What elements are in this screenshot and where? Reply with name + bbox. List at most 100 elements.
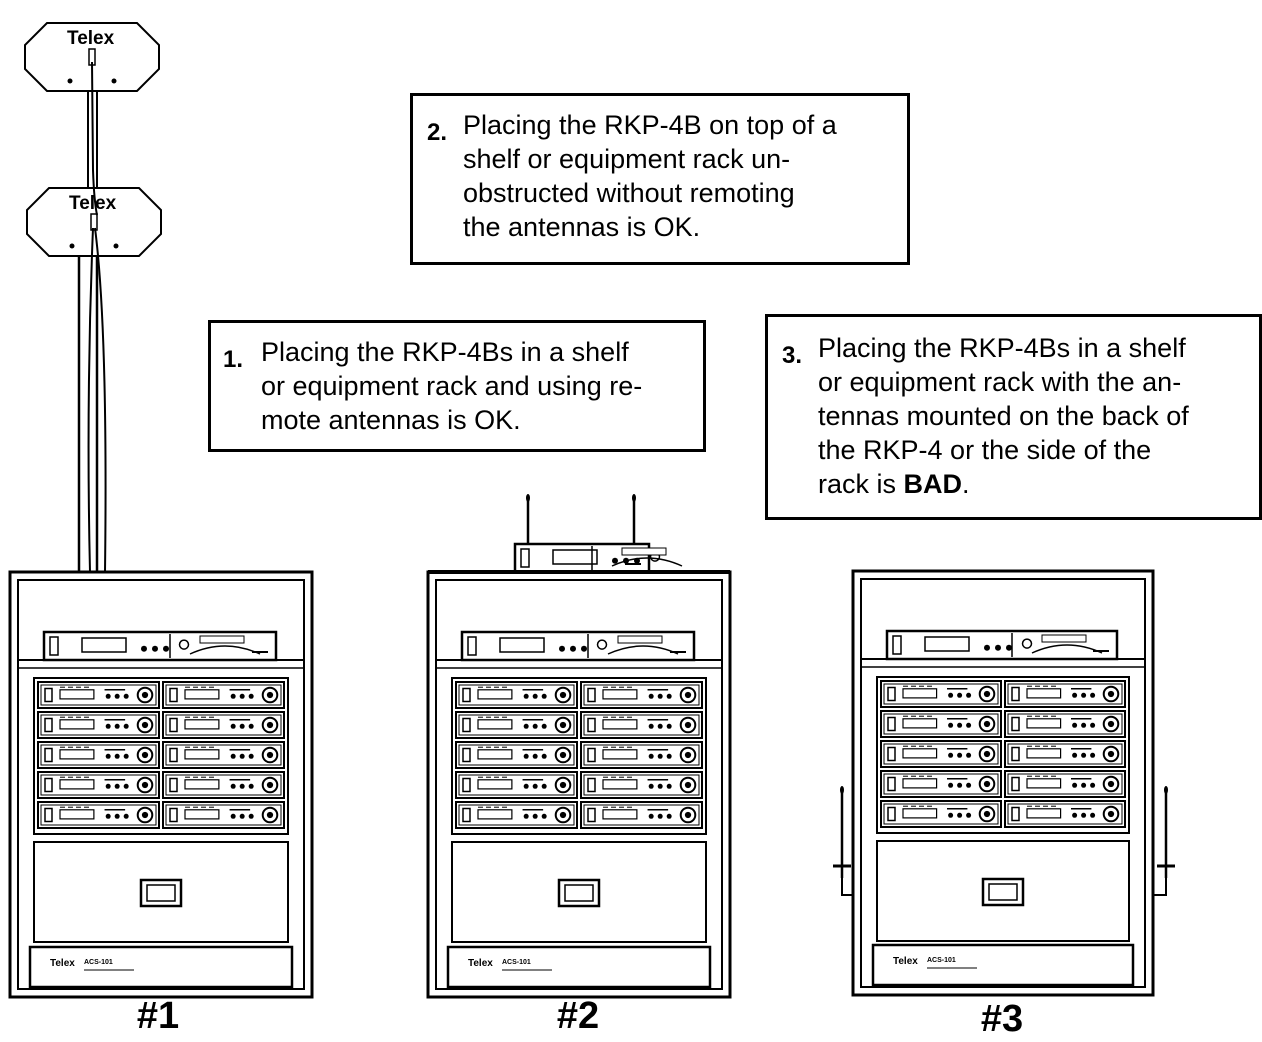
knob-icon: [230, 723, 236, 729]
knob-icon: [532, 723, 538, 729]
rack-3-label: #3: [980, 998, 1024, 1040]
rack-2-top-unit: [428, 494, 730, 574]
knob-icon: [648, 753, 654, 759]
telex-antenna-2: Telex: [26, 187, 162, 257]
callout-2-line-1: Placing the RKP-4B on top of a: [463, 110, 837, 140]
power-switch-icon: [44, 807, 53, 823]
receiver-unit: [37, 711, 160, 739]
acs-unit: [871, 943, 1135, 987]
connector-pin: [983, 720, 991, 728]
antenna-brand-label: Telex: [67, 28, 115, 49]
receiver-unit: [1004, 680, 1126, 708]
callout-3-line-4: the RKP-4 or the side of the: [818, 435, 1152, 465]
knob-icon: [1072, 782, 1078, 788]
knob-icon: [239, 753, 245, 759]
display-window: [1026, 688, 1062, 699]
power-switch-icon: [462, 777, 471, 793]
power-switch-icon: [462, 747, 471, 763]
callout-3-line-2: or equipment rack with the an-: [818, 367, 1182, 397]
receiver-unit: [37, 771, 160, 799]
connector-pin: [559, 751, 567, 759]
display-window: [902, 718, 938, 729]
knob-icon: [570, 645, 576, 652]
display-window: [1026, 778, 1062, 789]
display-window: [552, 549, 598, 565]
knob-icon: [105, 693, 111, 699]
mount-hole: [113, 243, 119, 249]
knob-icon: [541, 813, 547, 819]
knob-icon: [114, 723, 120, 729]
receiver-unit: [580, 801, 703, 829]
power-switch-icon: [1011, 716, 1020, 732]
receiver-unit: [880, 800, 1002, 828]
power-switch-icon: [1011, 746, 1020, 762]
knob-icon: [523, 693, 529, 699]
receiver-unit: [455, 771, 578, 799]
knob-icon: [123, 813, 129, 819]
display-window: [184, 809, 220, 820]
knob-icon: [657, 723, 663, 729]
power-switch-icon: [1011, 686, 1020, 702]
knob-icon: [230, 753, 236, 759]
callout-3-line-1: Placing the RKP-4Bs in a shelf: [818, 333, 1186, 363]
rack-2-label: #2: [556, 995, 600, 1037]
knob-icon: [123, 693, 129, 699]
connector-pin: [266, 751, 274, 759]
connector-pin: [684, 751, 692, 759]
knob-icon: [648, 813, 654, 819]
receiver-unit: [880, 710, 1002, 738]
receiver-unit: [37, 801, 160, 829]
knob-icon: [657, 693, 663, 699]
knob-icon: [141, 645, 147, 652]
receiver-unit: [162, 741, 285, 769]
callout-2-line-2: shelf or equipment rack un-: [463, 144, 791, 174]
knob-icon: [1081, 722, 1087, 728]
receiver-unit: [162, 801, 285, 829]
knob-icon: [105, 753, 111, 759]
knob-icon: [666, 783, 672, 789]
knob-icon: [1072, 722, 1078, 728]
knob-icon: [984, 644, 990, 651]
knob-icon: [248, 813, 254, 819]
knob-icon: [123, 753, 129, 759]
power-switch-icon: [462, 807, 471, 823]
knob-icon: [1072, 692, 1078, 698]
antenna-cable: [94, 227, 107, 573]
knob-icon: [957, 782, 963, 788]
callout-2-line-4: the antennas is OK.: [463, 212, 701, 242]
knob-icon: [966, 722, 972, 728]
display-window: [477, 719, 513, 730]
callout-3-line-5: rack is BAD.: [818, 467, 1262, 501]
callout-2: 2. Placing the RKP-4B on top of a shelf …: [410, 93, 910, 265]
receiver-unit: [880, 770, 1002, 798]
display-window: [602, 809, 638, 820]
display-window: [602, 779, 638, 790]
whip-tip: [1164, 786, 1168, 794]
knob-icon: [666, 693, 672, 699]
callout-3-line-3: tennas mounted on the back of: [818, 401, 1189, 431]
power-switch-icon: [587, 747, 596, 763]
knob-icon: [523, 813, 529, 819]
acs-unit: [28, 945, 294, 989]
knob-icon: [248, 723, 254, 729]
knob-icon: [248, 753, 254, 759]
display-window: [477, 779, 513, 790]
knob-icon: [152, 645, 158, 652]
connector-pin: [141, 811, 149, 819]
display-window: [1026, 808, 1062, 819]
knob-icon: [105, 813, 111, 819]
power-switch-icon: [520, 548, 530, 568]
knob-icon: [541, 723, 547, 729]
power-switch-icon: [887, 686, 896, 702]
knob-icon: [230, 783, 236, 789]
knob-icon: [581, 645, 587, 652]
knob-icon: [966, 812, 972, 818]
knob-icon: [1090, 722, 1096, 728]
power-switch-icon: [1011, 806, 1020, 822]
knob-icon: [995, 644, 1001, 651]
base-station-unit: [885, 629, 1119, 661]
receiver-unit: [580, 711, 703, 739]
acs-brand-logo: Telex: [468, 958, 493, 969]
